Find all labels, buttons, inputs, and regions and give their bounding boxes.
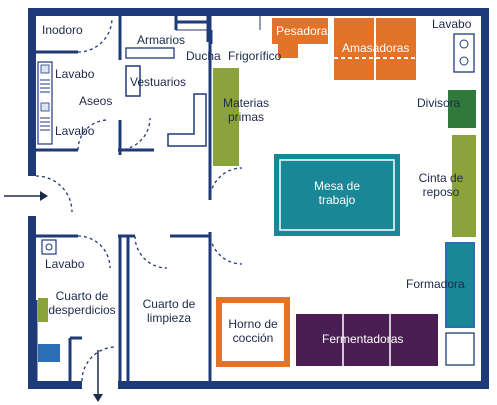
exit-arrow [93,350,103,402]
outer-walls [28,8,489,389]
sink-icon [40,102,50,112]
wall-bottom-left [28,381,82,389]
label-pesadora: Pesadora [276,24,328,38]
shower-tray [175,21,209,31]
frigorifico [211,16,261,44]
label-frigorifico: Frigorífico [228,49,282,63]
pesadora-machine [272,18,328,44]
label-cuarto-desperdicios: Cuarto de desperdicios [48,289,116,317]
cinta-reposo-belt [452,135,476,237]
interior-walls [34,16,212,381]
label-divisora: Divisora [417,96,461,110]
waste-bin-olive [38,298,48,322]
label-lavabo-obrador: Lavabo [432,17,472,31]
storage-box [445,332,475,366]
wall-right [481,8,489,389]
label-cinta-reposo: Cinta de reposo [418,171,464,199]
label-inodoro: Inodoro [42,23,83,37]
label-ducha: Ducha [186,49,221,63]
obrador-sink [453,33,475,73]
label-lavabo-aseos-1: Lavabo [55,67,95,81]
wall-top [28,8,489,16]
label-lavabo-desperdicios: Lavabo [45,257,85,271]
vestuarios-benches [125,65,207,147]
wall-left-upper [28,8,36,176]
label-vestuarios: Vestuarios [130,75,187,89]
label-cuarto-limpieza: Cuarto de limpieza [142,297,196,325]
label-aseos: Aseos [79,94,113,108]
label-mesa-trabajo: Mesa de trabajo [313,179,361,207]
label-armarios: Armarios [137,33,186,47]
door-swings [35,17,243,382]
waste-bin-blue [38,344,60,362]
label-lavabo-aseos-2: Lavabo [55,124,95,138]
divisora-machine [448,90,476,128]
lockers [125,47,175,59]
formadora-machine [445,242,475,328]
sink-icon [40,64,50,74]
label-fermentadoras: Fermentadoras [322,332,404,346]
mesa-trabajo-table [274,154,400,236]
label-amasadoras: Amasadoras [342,41,410,55]
sink-icon [41,239,57,255]
label-materias-primas: Materias primas [222,96,269,124]
fermentadoras-block [296,314,438,366]
wall-left-lower [28,216,36,389]
desperdicios-sink [41,239,57,255]
aseos-fixtures [37,61,53,145]
entry-arrow [4,191,48,201]
label-horno-coccion: Horno de cocción [228,317,278,345]
label-formadora: Formadora [406,277,465,291]
wall-bottom-right [118,381,489,389]
materias-primas-shelf [213,68,239,166]
pesadora-base [278,44,298,58]
